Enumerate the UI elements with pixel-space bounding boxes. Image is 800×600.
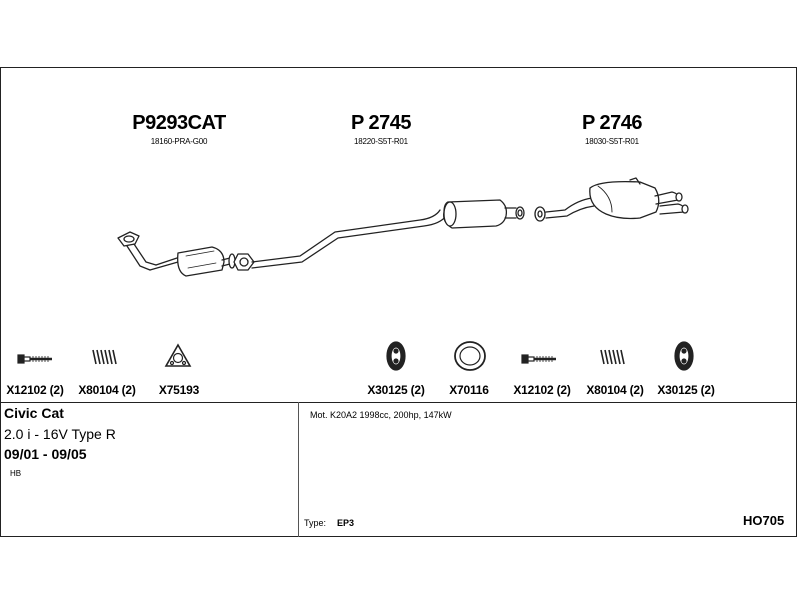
oem-number-front: 18160-PRA-G00 <box>150 137 208 146</box>
accessory-label[interactable]: X80104 (2) <box>78 383 136 397</box>
vehicle-body: HB <box>10 469 22 478</box>
part-number-center[interactable]: P 2745 <box>350 112 412 134</box>
accessory-label[interactable]: X70116 <box>449 383 489 397</box>
spring-icon <box>600 349 625 365</box>
rear-gasket-drawing <box>534 206 546 222</box>
part-number-rear[interactable]: P 2746 <box>581 112 643 134</box>
diagram-code: HO705 <box>743 513 785 528</box>
vehicle-years: 09/01 - 09/05 <box>4 446 87 462</box>
ring-gasket-icon <box>454 341 486 371</box>
gasket-icon <box>164 343 192 367</box>
motor-info: Mot. K20A2 1998cc, 200hp, 147kW <box>310 410 452 420</box>
rubber-mount-icon <box>386 341 406 371</box>
divider-horizontal <box>0 402 797 403</box>
accessory-label[interactable]: X12102 (2) <box>6 383 64 397</box>
oem-number-center: 18220-S5T-R01 <box>354 137 408 146</box>
bolt-icon <box>17 354 52 364</box>
accessory-label[interactable]: X30125 (2) <box>657 383 715 397</box>
accessory-label[interactable]: X12102 (2) <box>513 383 571 397</box>
accessory-label[interactable]: X75193 <box>158 383 200 397</box>
rubber-mount-icon <box>674 341 694 371</box>
center-silencer-drawing <box>443 199 525 229</box>
front-pipe-flange <box>117 231 157 271</box>
accessory-label[interactable]: X80104 (2) <box>586 383 644 397</box>
center-pipe-drawing <box>251 209 447 269</box>
divider-vertical <box>298 402 299 537</box>
oem-number-rear: 18030-S5T-R01 <box>585 137 639 146</box>
vehicle-engine: 2.0 i - 16V Type R <box>4 426 116 442</box>
accessory-label[interactable]: X30125 (2) <box>367 383 425 397</box>
rear-silencer-drawing <box>545 177 689 220</box>
catalytic-converter-drawing <box>149 246 236 277</box>
vehicle-model: Civic Cat <box>4 405 64 421</box>
bolt-icon <box>521 354 556 364</box>
diagram-frame <box>0 67 797 537</box>
spring-icon <box>92 349 117 365</box>
type-value: EP3 <box>337 518 355 528</box>
type-label: Type: <box>304 518 327 528</box>
part-number-front[interactable]: P9293CAT <box>132 112 226 134</box>
flange-ring-drawing <box>233 253 255 271</box>
